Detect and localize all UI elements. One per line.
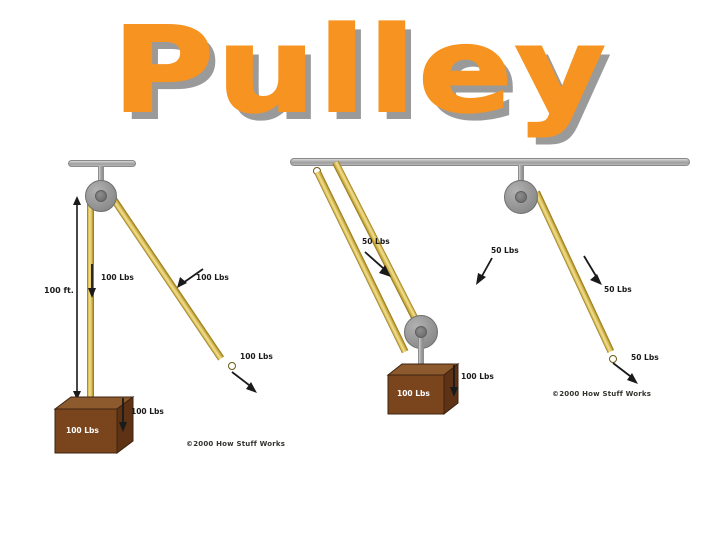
fixed-pulley-wheel	[504, 180, 538, 214]
copyright-notice: ©2000 How Stuff Works	[552, 390, 652, 398]
rope-end-force-arrow	[612, 362, 638, 384]
rope-up-force-label: 100 Lbs	[101, 273, 134, 282]
middle-rope-force-arrow	[476, 257, 493, 285]
fixed-pulley-hub	[515, 191, 527, 203]
distance-label: 100 ft.	[44, 286, 74, 295]
right-rope-force-label: 50 Lbs	[604, 285, 632, 294]
rope-up-force-arrow	[88, 264, 96, 298]
rope-end-force-label: 50 Lbs	[631, 353, 659, 362]
left-rope-force-label: 50 Lbs	[362, 237, 390, 246]
load-weight-force-arrow	[450, 365, 458, 397]
pulley-stem	[98, 166, 104, 192]
rope-end-force-label: 100 Lbs	[240, 352, 273, 361]
page-title-shadow: Pulley	[118, 9, 616, 147]
ceiling-bar	[290, 158, 690, 166]
rope-diagonal-force-label: 100 Lbs	[196, 273, 229, 282]
copyright-notice: ©2000 How Stuff Works	[186, 440, 286, 448]
movable-pulley-hub	[415, 326, 427, 338]
load-weight-force-arrow	[119, 398, 127, 432]
right-rope-force-arrow	[583, 255, 602, 285]
page-title-text: Pulley	[111, 1, 609, 139]
rope-end-force-arrow	[231, 371, 257, 393]
height-dimension-arrow	[73, 196, 81, 400]
rope-vertical-segment	[87, 195, 94, 400]
rope-left-segment	[314, 170, 409, 354]
middle-rope-force-label: 50 Lbs	[491, 246, 519, 255]
pulley-wheel	[85, 180, 117, 212]
weight-box-label: 100 Lbs	[397, 389, 430, 398]
rope-diagonal-force-arrow	[177, 268, 204, 288]
rope-end-ring	[228, 362, 236, 370]
left-rope-force-arrow	[364, 251, 391, 277]
movable-pulley-diagram: 50 Lbs 50 Lbs 50 Lbs 50 Lbs	[280, 0, 720, 480]
fixed-pulley-diagram: 100 ft. 100 Lbs 100 Lbs 100 Lbs	[0, 0, 300, 480]
pulley-hub	[95, 190, 107, 202]
load-weight-force-label: 100 Lbs	[461, 372, 494, 381]
page-title: Pulley Pulley	[0, 1, 720, 147]
rope-end-ring	[609, 355, 617, 363]
movable-pulley-stem	[418, 338, 424, 366]
load-weight-force-label: 100 Lbs	[131, 407, 164, 416]
weight-box-label: 100 Lbs	[66, 426, 99, 435]
fixed-pulley-stem	[518, 165, 524, 187]
